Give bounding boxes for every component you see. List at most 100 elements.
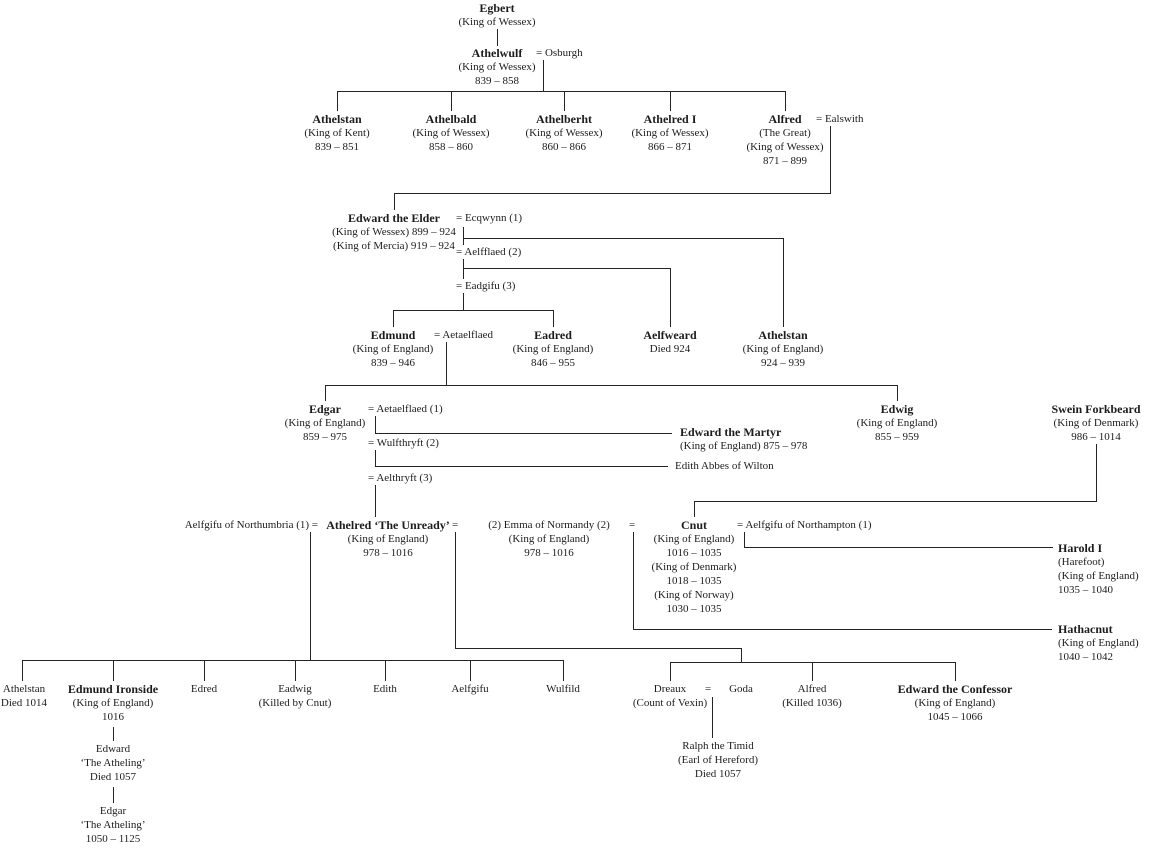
person-edgar: Edgar (King of England) 859 – 975 bbox=[285, 402, 366, 444]
person-name: Cnut bbox=[680, 518, 708, 532]
person-detail: 860 – 866 bbox=[542, 141, 586, 153]
person-detail: (King of Wessex) bbox=[525, 127, 603, 139]
connector-line bbox=[295, 660, 296, 681]
person-name: Athelred I bbox=[643, 112, 697, 126]
connector-line bbox=[712, 697, 713, 738]
connector-line bbox=[463, 259, 464, 279]
connector-line bbox=[451, 91, 452, 111]
connector-line bbox=[375, 485, 376, 517]
connector-line bbox=[897, 385, 898, 401]
connector-line bbox=[694, 501, 695, 517]
person-detail: 1045 – 1066 bbox=[927, 711, 983, 723]
person-detail: (King of England) bbox=[347, 533, 429, 545]
person-detail: (King of England) bbox=[72, 697, 154, 709]
person-detail: (King of England) bbox=[512, 343, 594, 355]
connector-line bbox=[670, 91, 671, 111]
person-detail: (King of Mercia) 919 – 924 bbox=[333, 240, 455, 252]
person-detail: ‘The Atheling’ bbox=[80, 757, 146, 769]
person-edith-abbes-of-wilton: Edith Abbes of Wilton bbox=[675, 460, 774, 472]
person-edith: Edith bbox=[373, 683, 397, 695]
person-detail: (King of Wessex) bbox=[631, 127, 709, 139]
person-detail: 924 – 939 bbox=[761, 357, 805, 369]
person-detail: (King of Denmark) bbox=[1053, 417, 1139, 429]
person-name: Athelstan bbox=[312, 112, 362, 126]
person-detail: Died 1057 bbox=[694, 768, 742, 780]
person-edred: Edred bbox=[190, 683, 218, 695]
person-name: Alfred bbox=[797, 683, 827, 695]
connector-line bbox=[463, 293, 464, 310]
connector-line bbox=[113, 660, 114, 681]
person-detail: 839 – 946 bbox=[371, 357, 415, 369]
person-detail: (Killed 1036) bbox=[782, 697, 842, 709]
person-ralph-the-timid: Ralph the Timid (Earl of Hereford) Died … bbox=[678, 739, 758, 781]
person-detail: 978 – 1016 bbox=[363, 547, 413, 559]
person-detail: 1018 – 1035 bbox=[666, 575, 722, 587]
person-athelstan-died-1014: Athelstan Died 1014 bbox=[1, 682, 47, 710]
person-athelberht: Athelberht (King of Wessex) 860 – 866 bbox=[525, 112, 602, 154]
connector-line bbox=[744, 547, 1053, 548]
spouse-eadgifu: = Eadgifu (3) bbox=[456, 280, 516, 292]
person-edgar-the-atheling: Edgar ‘The Atheling’ 1050 – 1125 bbox=[80, 804, 145, 846]
person-edmund-i: Edmund (King of England) 839 – 946 bbox=[353, 328, 434, 370]
person-name: Eadwig bbox=[278, 683, 312, 695]
person-name: Edward the Confessor bbox=[897, 682, 1013, 696]
person-name: Dreaux bbox=[653, 683, 687, 695]
person-detail: (King of England) bbox=[284, 417, 366, 429]
spouse-ealswith: = Ealswith bbox=[816, 113, 864, 125]
person-detail: (Harefoot) bbox=[1058, 556, 1105, 568]
connector-line bbox=[812, 662, 813, 681]
connector-line bbox=[113, 727, 114, 741]
connector-line bbox=[563, 660, 564, 681]
person-name: Egbert bbox=[479, 1, 515, 15]
person-detail: 1050 – 1125 bbox=[85, 833, 141, 845]
connector-line bbox=[785, 91, 786, 111]
person-detail: ‘The Atheling’ bbox=[80, 819, 146, 831]
person-name: Swein Forkbeard bbox=[1051, 402, 1141, 416]
person-name: Edward the Elder bbox=[347, 211, 440, 225]
person-athelred-i: Athelred I (King of Wessex) 866 – 871 bbox=[631, 112, 708, 154]
person-egbert: Egbert (King of Wessex) bbox=[458, 1, 535, 29]
connector-line bbox=[670, 662, 671, 681]
person-athelred-the-unready: Athelred ‘The Unready’ (King of England)… bbox=[326, 518, 450, 560]
person-detail: 866 – 871 bbox=[648, 141, 692, 153]
person-detail: (King of Wessex) bbox=[412, 127, 490, 139]
person-detail: (King of England) bbox=[856, 417, 938, 429]
person-name: Athelstan bbox=[758, 328, 808, 342]
marriage-equals: = bbox=[452, 519, 459, 531]
connector-line bbox=[470, 660, 471, 681]
spouse-osburgh: = Osburgh bbox=[536, 47, 583, 59]
person-name: Hathacnut bbox=[1058, 622, 1113, 636]
connector-line bbox=[455, 648, 741, 649]
person-detail: (King of England) 875 – 978 bbox=[680, 440, 808, 452]
spouse-aelfgifu-of-northampton: = Aelfgifu of Northampton (1) bbox=[737, 519, 872, 531]
person-detail: 846 – 955 bbox=[531, 357, 575, 369]
person-hathacnut: Hathacnut (King of England) 1040 – 1042 bbox=[1058, 622, 1139, 664]
person-name: Edward bbox=[95, 743, 131, 755]
connector-line bbox=[393, 310, 553, 311]
person-detail: (King of England) bbox=[914, 697, 996, 709]
connector-line bbox=[375, 416, 376, 433]
person-emma-of-normandy: (2) Emma of Normandy (2) (King of Englan… bbox=[488, 518, 610, 560]
person-edward-the-confessor: Edward the Confessor (King of England) 1… bbox=[898, 682, 1013, 724]
person-detail: 978 – 1016 bbox=[524, 547, 574, 559]
person-edward-the-martyr: Edward the Martyr (King of England) 875 … bbox=[680, 425, 807, 453]
person-name: Athelred ‘The Unready’ bbox=[326, 518, 450, 532]
person-name: Edward the Martyr bbox=[680, 425, 782, 439]
connector-line bbox=[393, 310, 394, 327]
person-harold-i: Harold I (Harefoot) (King of England) 10… bbox=[1058, 541, 1139, 597]
person-alfred-the-great: Alfred (The Great) (King of Wessex) 871 … bbox=[746, 112, 823, 168]
person-detail: 986 – 1014 bbox=[1071, 431, 1121, 443]
connector-line bbox=[113, 787, 114, 803]
person-detail: (King of England) bbox=[1058, 637, 1139, 649]
person-eadwig: Eadwig (Killed by Cnut) bbox=[259, 682, 332, 710]
connector-line bbox=[633, 532, 634, 629]
person-name: Harold I bbox=[1058, 541, 1103, 555]
connector-line bbox=[325, 385, 897, 386]
connector-line bbox=[394, 193, 831, 194]
person-detail: (King of Wessex) bbox=[746, 141, 824, 153]
person-detail: (King of Denmark) bbox=[651, 561, 737, 573]
person-edmund-ironside: Edmund Ironside (King of England) 1016 bbox=[68, 682, 158, 724]
connector-line bbox=[463, 238, 783, 239]
connector-line bbox=[394, 193, 395, 210]
